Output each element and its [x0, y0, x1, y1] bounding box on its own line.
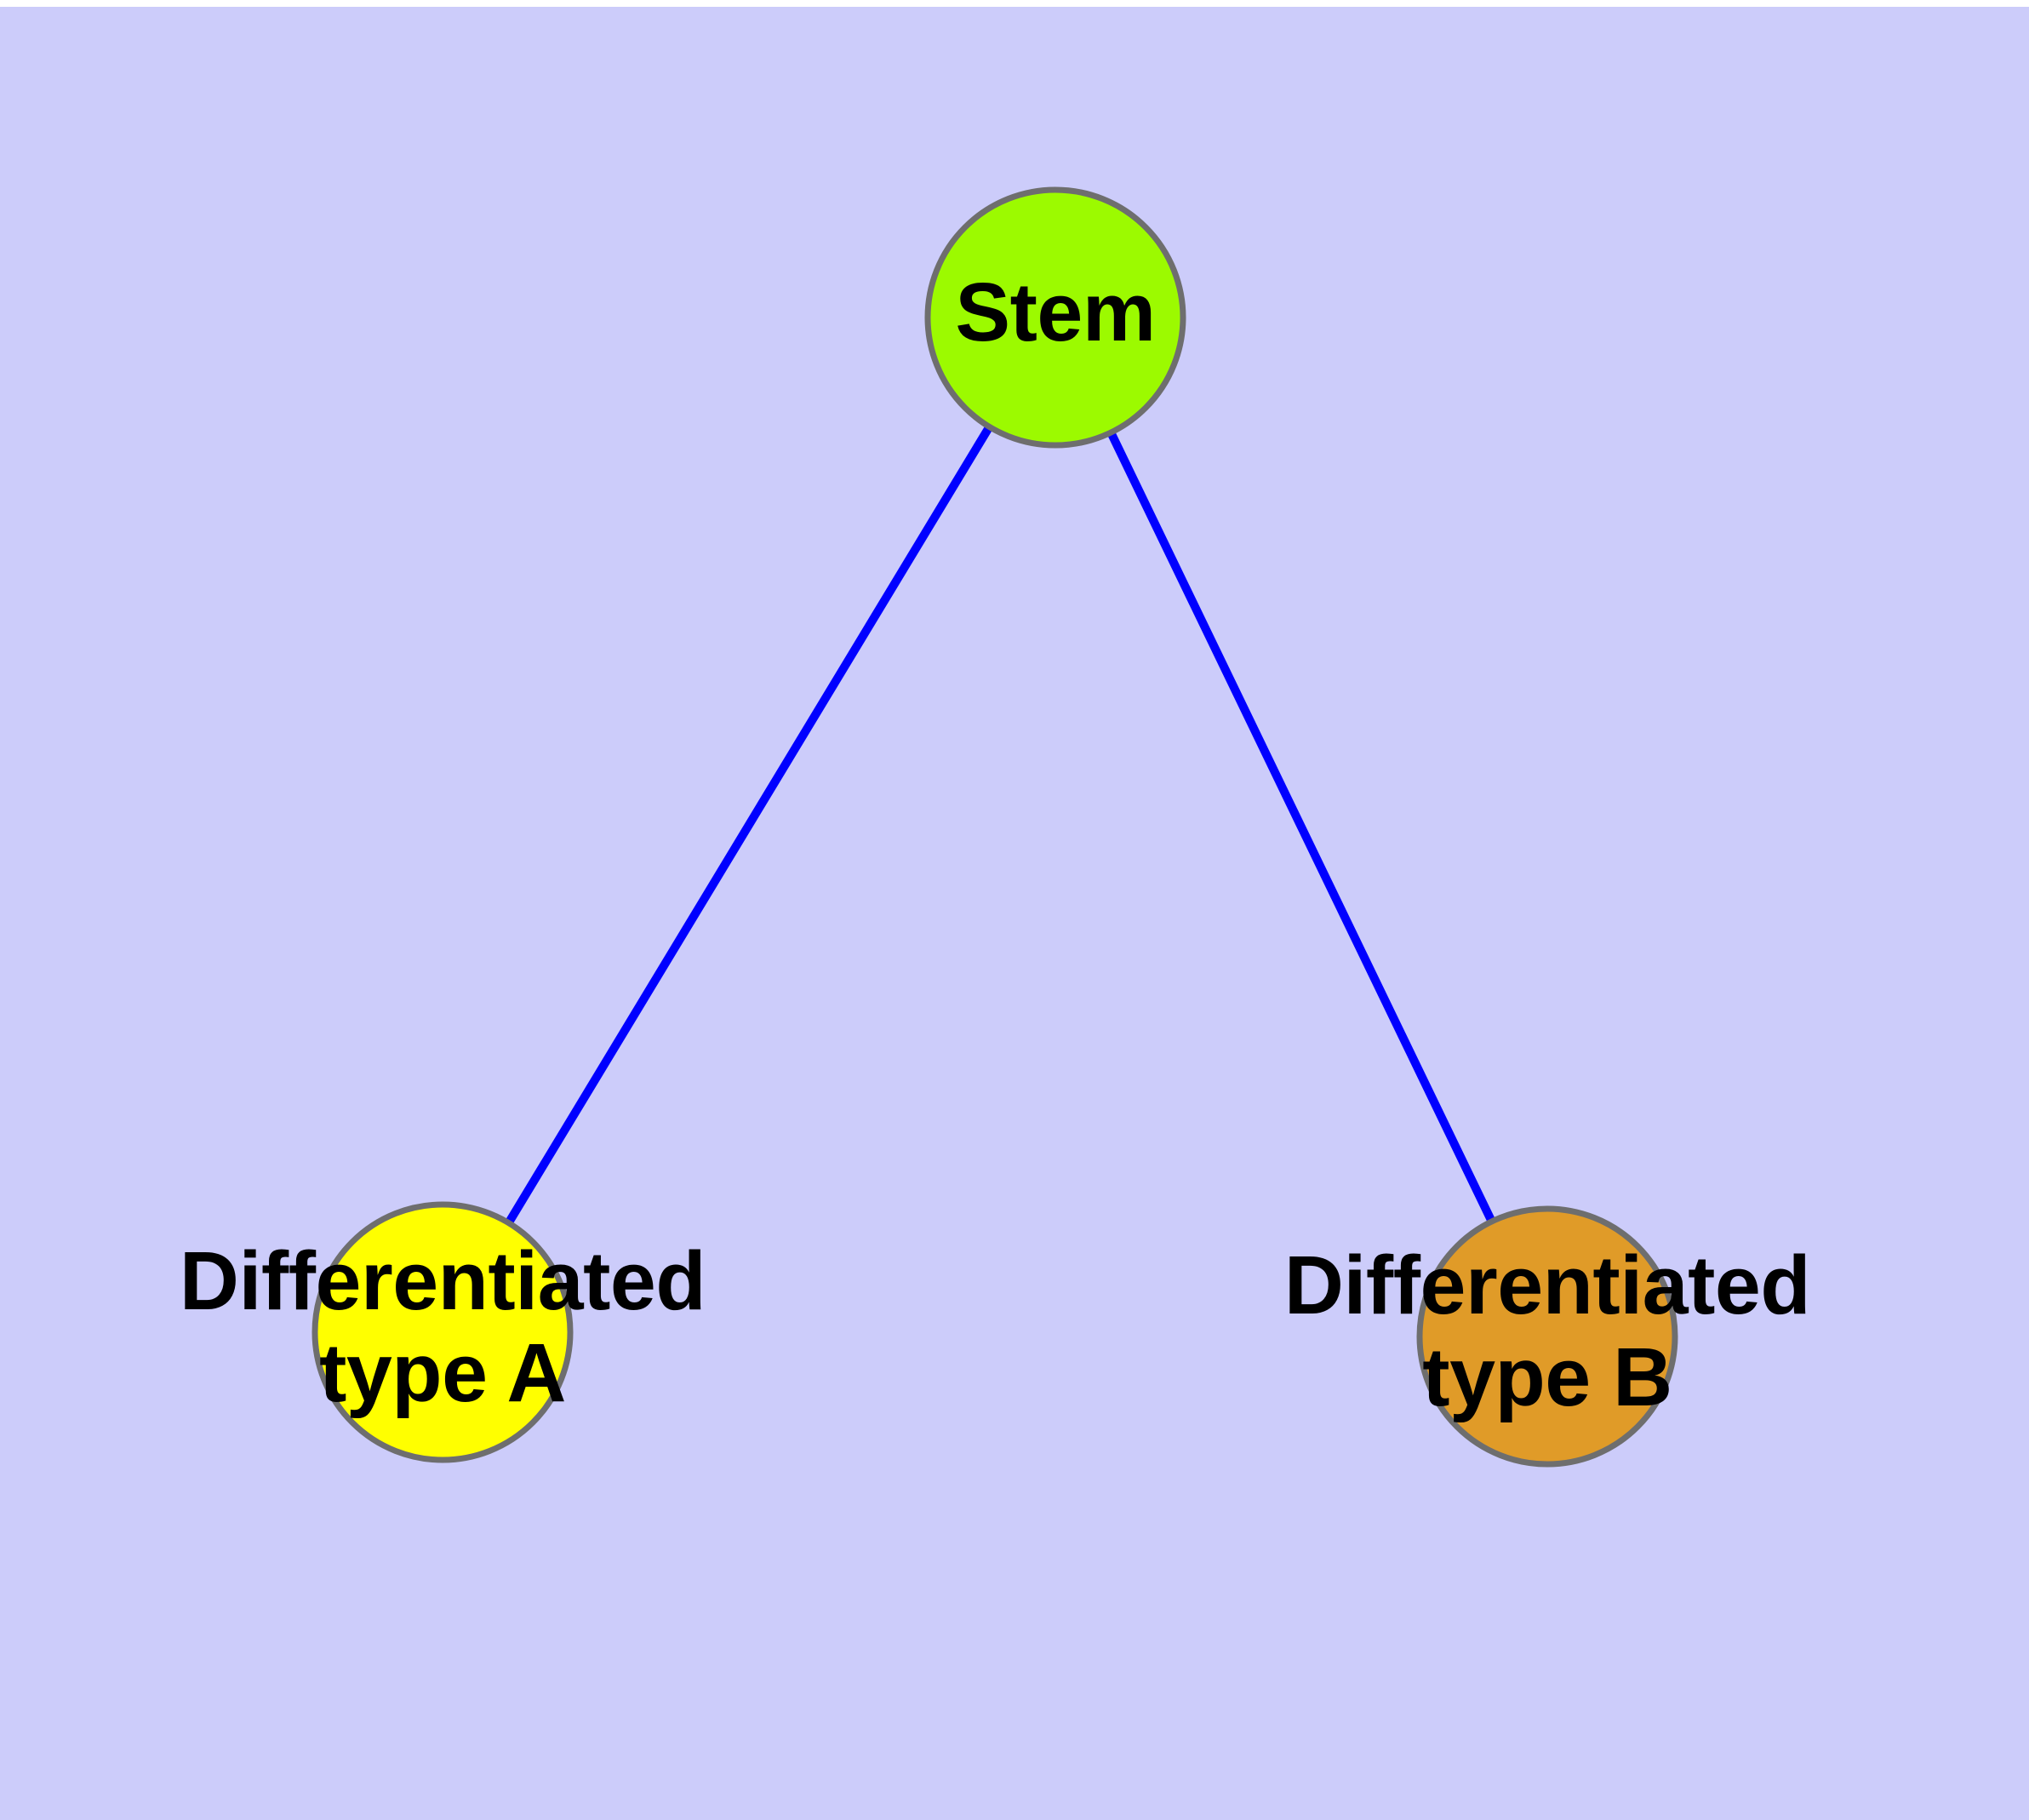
edges-layer	[438, 315, 1552, 1339]
graph-node-diff-b[interactable]	[1416, 1205, 1678, 1468]
nodes-layer	[311, 186, 1678, 1468]
graph-node-diff-a[interactable]	[311, 1201, 574, 1463]
graph-node-stem[interactable]	[924, 186, 1186, 449]
graph-edge-stem-to-diff-a	[438, 315, 1060, 1335]
graph-edge-stem-to-diff-b	[1051, 315, 1552, 1339]
